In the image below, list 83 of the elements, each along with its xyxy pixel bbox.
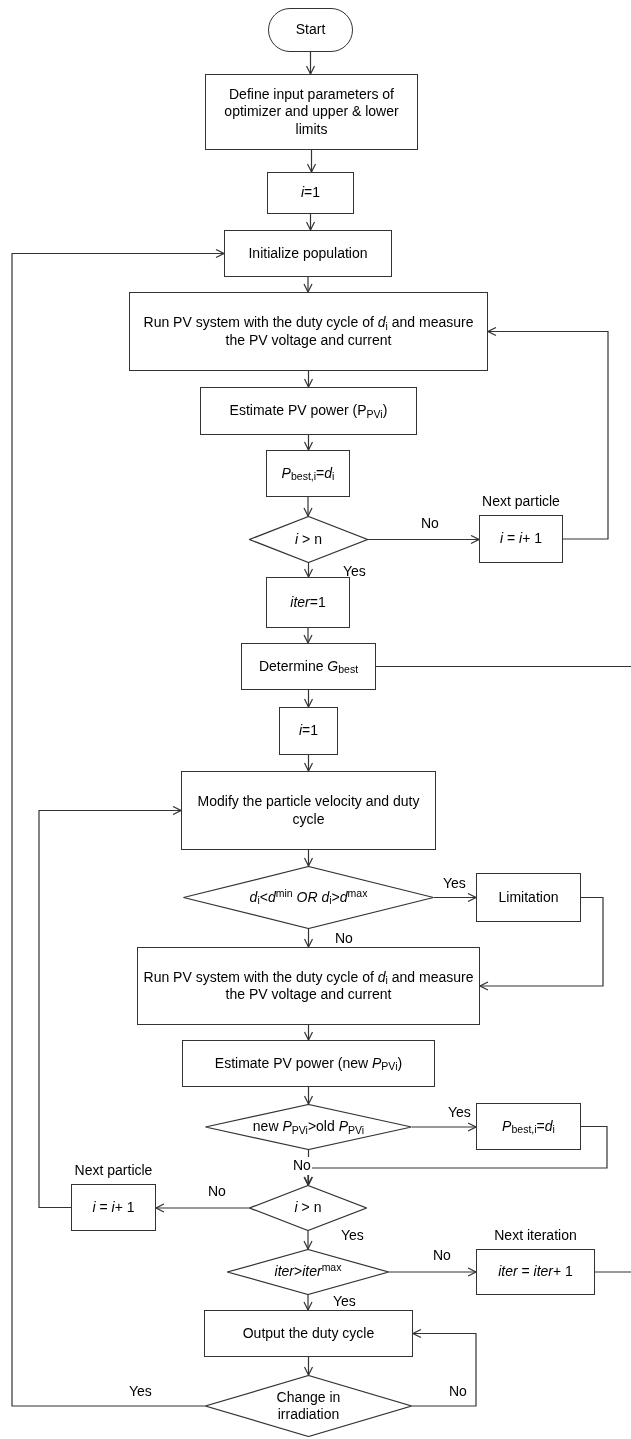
process-box	[182, 1040, 435, 1087]
decision-diamond	[205, 1104, 412, 1150]
step-text: i > n	[294, 530, 323, 549]
arrow	[303, 627, 313, 644]
arrow	[303, 754, 314, 772]
decision-diamond	[249, 516, 368, 563]
arrow	[303, 1356, 314, 1376]
step-text: i = i+ 1	[498, 530, 544, 548]
step-text: Determine G$_{best}$	[257, 657, 360, 676]
arrow	[303, 496, 313, 517]
step-text: Estimate PV power (new P$_{PVi}$)	[213, 1054, 404, 1073]
decision-diamond	[227, 1249, 389, 1295]
process-box	[476, 1249, 595, 1295]
arrow	[303, 1086, 314, 1105]
process-box	[181, 771, 436, 850]
step-text: i = i+ 1	[91, 1198, 136, 1217]
step-text: Run PV system with the duty cycle of d$_{i}$ and measure the PV voltage and current	[142, 314, 475, 349]
process-box	[129, 292, 488, 371]
process-box	[476, 1103, 581, 1150]
terminator	[268, 8, 353, 52]
step-caption: Next iteration	[493, 1227, 578, 1245]
process-box	[224, 230, 392, 277]
step-text: d$_{i}$<d$^{min}$ OR d$_{i}$>d$^{max}$	[248, 888, 369, 907]
arrow	[411, 1328, 477, 1407]
process-box	[241, 643, 376, 690]
step-text: Initialize population	[247, 244, 369, 263]
step-text: iter>iter$^{max}$	[273, 1263, 343, 1281]
decision-diamond	[205, 1375, 412, 1437]
step-text: Estimate PV power (P$_{PVi}$)	[228, 402, 389, 420]
arrow	[305, 213, 316, 231]
arrow	[303, 562, 314, 578]
process-box	[200, 387, 417, 435]
arrow	[479, 896, 604, 991]
step-text: i=1	[297, 722, 320, 740]
step-text: i=1	[299, 184, 322, 202]
step-text: Modify the particle velocity and duty cycle	[196, 793, 421, 828]
process-box	[279, 707, 338, 755]
decision-diamond	[183, 866, 434, 929]
process-box	[71, 1184, 156, 1231]
arrow	[303, 689, 314, 708]
step-text: new P$_{PVi}$>old P$_{PVi}$	[251, 1118, 366, 1136]
arrow	[433, 892, 477, 903]
step-text: Start	[294, 21, 327, 39]
step-text: Limitation	[497, 888, 560, 907]
step-text: iter = iter+ 1	[497, 1263, 574, 1281]
step-text: Run PV system with the duty cycle of d$_{i}$ and measure the PV voltage and current	[142, 968, 475, 1004]
arrow	[303, 276, 313, 293]
process-box	[479, 515, 563, 563]
arrow	[303, 1024, 314, 1041]
process-box	[266, 577, 350, 628]
step-caption: Next particle	[481, 493, 561, 511]
arrow	[38, 805, 182, 1209]
process-box	[476, 873, 581, 922]
step-text: i > n	[293, 1199, 323, 1217]
process-box	[137, 947, 480, 1025]
arrow	[306, 149, 317, 173]
arrow	[303, 849, 314, 867]
arrow	[303, 1230, 313, 1250]
arrow	[305, 51, 316, 75]
decision-diamond	[249, 1185, 367, 1231]
process-box	[205, 74, 418, 150]
process-box	[204, 1310, 413, 1357]
arrow	[303, 1294, 313, 1311]
arrow	[303, 370, 314, 388]
step-caption: Next particle	[73, 1162, 154, 1180]
step-text: Change in irradiation	[275, 1388, 342, 1424]
process-box	[267, 172, 354, 214]
step-text: Output the duty cycle	[241, 1324, 376, 1343]
step-text: Define input parameters of optimizer and upper & lower limits	[223, 85, 400, 139]
process-box	[266, 450, 350, 497]
step-text: P$_{best,i}$=d$_{i}$	[280, 464, 336, 483]
step-text: P$_{best,i}$=d$_{i}$	[501, 1117, 556, 1136]
arrow	[11, 248, 225, 1407]
arrow	[303, 928, 314, 948]
arrow	[155, 1203, 250, 1213]
edge-label: No	[292, 1157, 312, 1175]
arrow	[367, 534, 480, 545]
arrow	[411, 1122, 477, 1132]
step-text: iter=1	[289, 593, 327, 612]
arrow	[303, 1125, 608, 1186]
arrow	[487, 326, 609, 540]
arrow	[303, 434, 314, 451]
arrow	[388, 1267, 477, 1277]
